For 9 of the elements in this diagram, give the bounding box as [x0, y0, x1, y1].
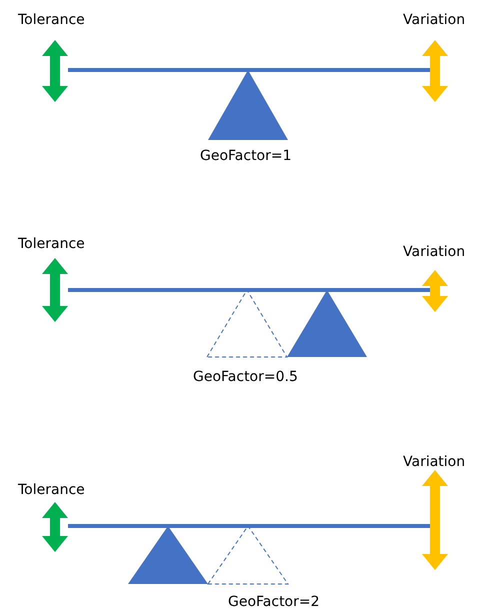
text-label: Variation [403, 12, 466, 28]
text-label: GeoFactor=2 [228, 594, 320, 610]
text-label: GeoFactor=0.5 [193, 369, 298, 385]
text-label: GeoFactor=1 [200, 148, 292, 164]
text-label: Tolerance [18, 236, 85, 252]
text-label: Variation [403, 244, 466, 260]
text-label: Variation [403, 454, 466, 470]
text-label: Tolerance [18, 482, 85, 498]
text-label: Tolerance [18, 12, 85, 28]
